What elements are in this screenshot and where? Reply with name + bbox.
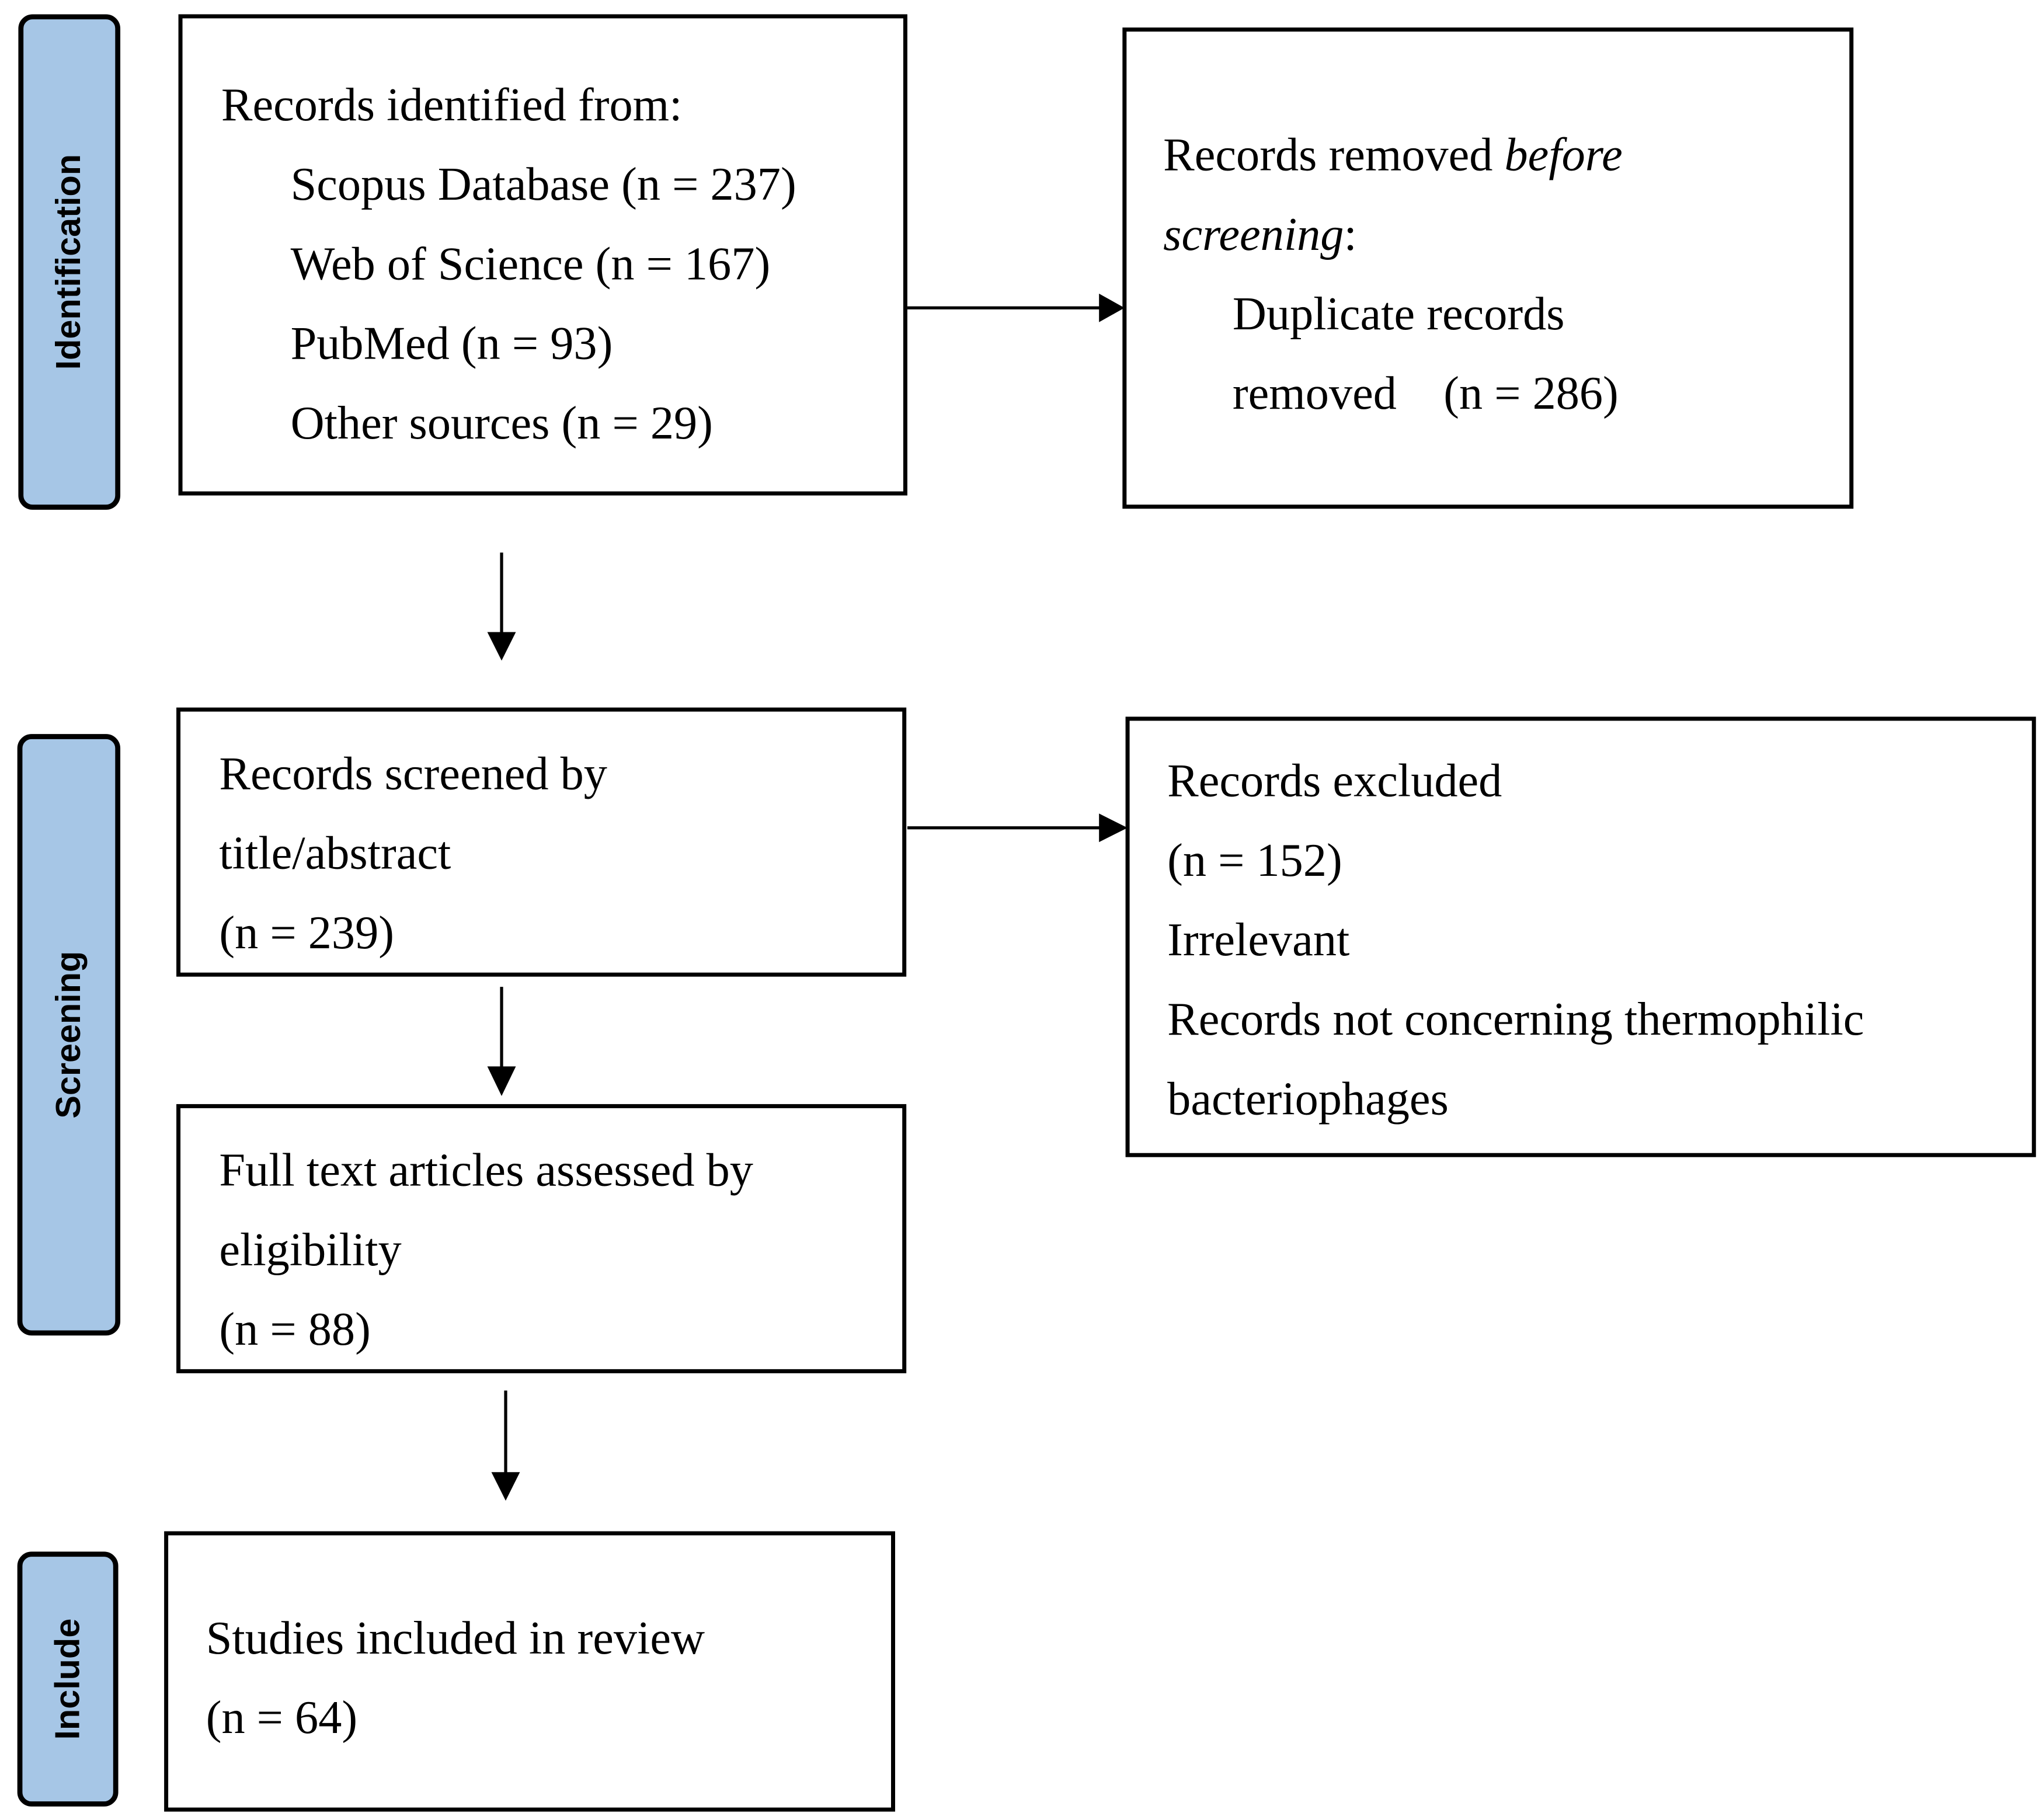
identified-source: Other sources (n = 29) — [290, 396, 713, 449]
removed-title-line2: screening: — [1163, 211, 1357, 257]
excluded-reason: bacteriophages — [1167, 1072, 1449, 1125]
removed-box: Records removed before screening: Duplic… — [1122, 27, 1854, 509]
removed-title-prefix: Records removed — [1163, 128, 1505, 181]
arrowhead-removed — [1099, 293, 1125, 322]
removed-title-line1: Records removed before — [1163, 131, 1623, 178]
included-count: (n = 64) — [206, 1691, 358, 1744]
phase-screening: Screening — [17, 734, 121, 1336]
removed-detail: Duplicate records — [1232, 287, 1565, 340]
arrowhead-included — [491, 1472, 520, 1501]
removed-title-italic: before — [1504, 128, 1623, 181]
phase-identification: Identification — [18, 14, 121, 510]
screened-count: (n = 239) — [219, 906, 394, 959]
arrowhead-excluded — [1099, 813, 1128, 843]
screened-line: Records screened by — [219, 747, 607, 799]
removed-title-italic-2: screening — [1163, 208, 1344, 260]
included-title: Studies included in review — [206, 1612, 705, 1664]
phase-include: Include — [17, 1551, 119, 1807]
excluded-reason: Records not concerning thermophilic — [1167, 993, 1864, 1045]
screened-box: Records screened by title/abstract (n = … — [176, 707, 907, 977]
identified-source: Scopus Database (n = 237) — [290, 158, 796, 210]
screened-line: title/abstract — [219, 827, 451, 879]
fulltext-line: Full text articles assessed by — [219, 1144, 753, 1196]
fulltext-count: (n = 88) — [219, 1303, 371, 1355]
arrowhead-fulltext — [487, 1066, 516, 1096]
identified-source: Web of Science (n = 167) — [290, 237, 771, 290]
excluded-reason: Irrelevant — [1167, 913, 1350, 966]
arrowhead-screened — [487, 632, 516, 661]
identified-box: Records identified from: Scopus Database… — [178, 14, 907, 496]
fulltext-line: eligibility — [219, 1223, 402, 1276]
excluded-count: (n = 152) — [1167, 834, 1342, 886]
excluded-title: Records excluded — [1167, 754, 1502, 807]
identified-heading: Records identified from: — [221, 78, 683, 131]
excluded-box: Records excluded (n = 152) Irrelevant Re… — [1125, 716, 2036, 1157]
fulltext-box: Full text articles assessed by eligibili… — [176, 1104, 907, 1373]
included-box: Studies included in review (n = 64) — [164, 1531, 895, 1812]
identified-source: PubMed (n = 93) — [290, 317, 613, 370]
removed-detail: removed (n = 286) — [1232, 367, 1619, 419]
removed-title-suffix: : — [1344, 208, 1357, 260]
